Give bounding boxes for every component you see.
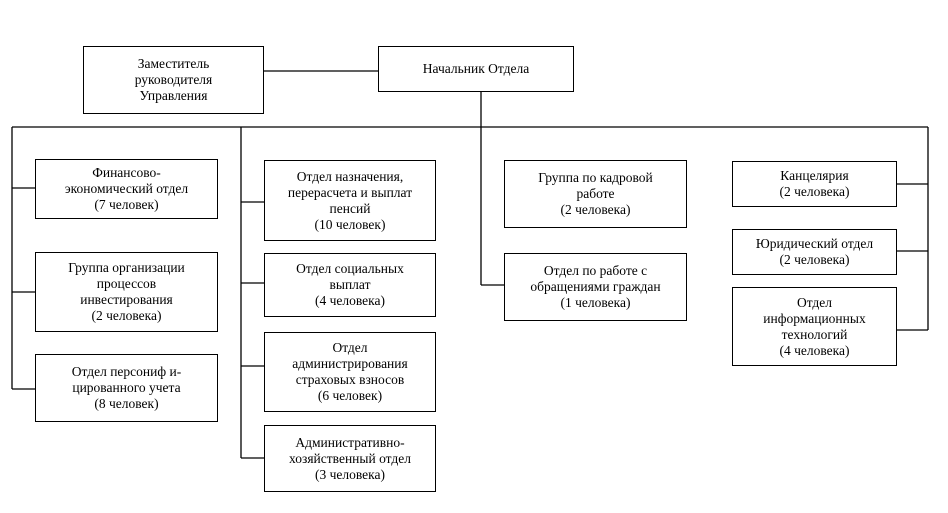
- node-label-line: технологий: [781, 326, 848, 342]
- node-admin: Административно-хозяйственный отдел(3 че…: [264, 425, 436, 492]
- node-label-line: обращениями граждан: [530, 279, 661, 294]
- node-label-line: Отдел персониф и-: [71, 364, 182, 379]
- node-label-line: работе: [576, 186, 615, 201]
- node-label-line: страховых взносов: [295, 372, 405, 387]
- node-label-line: информационных: [763, 310, 866, 326]
- node-label-line: Группа организации: [68, 260, 185, 275]
- node-label-line: хозяйственный отдел: [289, 450, 411, 466]
- node-label-line: Отдел: [796, 294, 833, 310]
- node-label-line: администрирования: [292, 356, 408, 371]
- node-label-line: (7 человек): [94, 197, 159, 212]
- node-label-line: (3 человека): [314, 466, 386, 482]
- node-label-line: (4 человека): [314, 293, 386, 308]
- node-label-line: Управления: [139, 88, 208, 103]
- node-label-line: процессов: [96, 276, 157, 291]
- node-label-line: экономический отдел: [64, 181, 189, 196]
- node-label-line: Отдел: [332, 340, 368, 355]
- node-label-line: пенсий: [329, 200, 371, 216]
- node-label-line: цированного учета: [72, 380, 181, 395]
- node-label-line: (2 человека): [779, 252, 850, 267]
- node-label-line: Юридический отдел: [755, 236, 874, 251]
- node-label-line: выплат: [329, 277, 371, 292]
- node-label-line: перерасчета и выплат: [287, 184, 413, 200]
- node-label-line: Отдел назначения,: [296, 168, 404, 184]
- node-label-line: (10 человек): [314, 216, 386, 232]
- node-office: Канцелярия(2 человека): [732, 161, 897, 207]
- node-label-line: Заместитель: [137, 56, 210, 71]
- node-label-line: Финансово-: [92, 165, 161, 180]
- node-label-line: инвестирования: [80, 292, 173, 307]
- node-label-line: (1 человека): [560, 295, 631, 310]
- node-label-line: (4 человека): [779, 342, 850, 358]
- node-label-line: Начальник Отдела: [422, 61, 530, 76]
- node-legal: Юридический отдел(2 человека): [732, 229, 897, 275]
- node-label-line: (6 человек): [317, 388, 383, 403]
- node-fin: Финансово-экономический отдел(7 человек): [35, 159, 218, 219]
- node-label-line: Отдел по работе с: [543, 263, 648, 278]
- node-label-line: Административно-: [295, 434, 405, 450]
- node-label-line: Группа по кадровой: [538, 170, 653, 185]
- node-label-line: (2 человека): [560, 202, 631, 217]
- node-label-line: (2 человека): [91, 308, 162, 323]
- node-personal: Отдел персониф и-цированного учета(8 чел…: [35, 354, 218, 422]
- node-label-line: (8 человек): [94, 396, 159, 411]
- node-label-line: (2 человека): [779, 184, 850, 199]
- node-label-line: Отдел социальных: [296, 261, 404, 276]
- node-label-line: руководителя: [134, 72, 213, 87]
- node-head: Начальник Отдела: [378, 46, 574, 92]
- node-label-line: Канцелярия: [780, 168, 849, 183]
